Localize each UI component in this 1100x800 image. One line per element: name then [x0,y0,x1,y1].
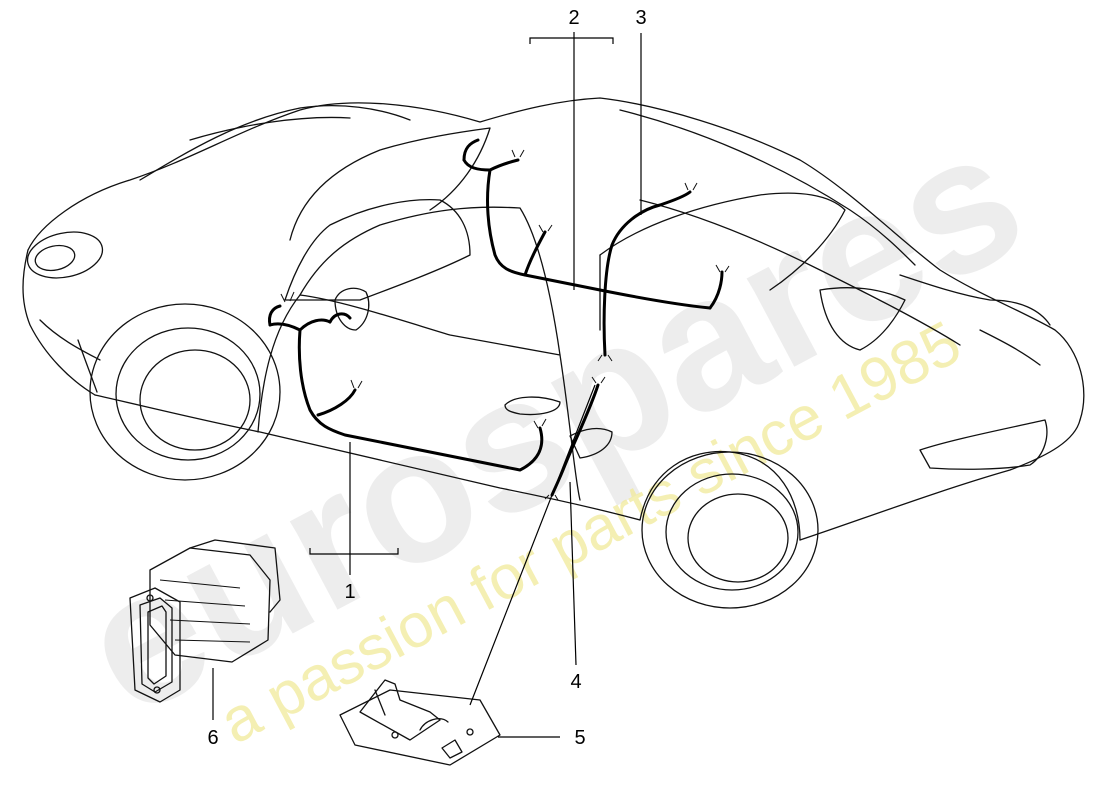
callout-5: 5 [574,727,585,749]
front-wheel [89,303,281,481]
car-body [22,97,1085,541]
wiring-harness-roof [462,138,730,310]
wiring-harness-top [597,182,698,362]
wiring-harness-door [268,291,547,472]
rear-wheel [641,451,819,609]
callout-numbers: 1 2 3 4 5 6 [207,7,646,749]
callout-2: 2 [568,7,579,29]
watermark-logo: eurospares [50,88,1054,756]
callout-1: 1 [344,581,355,603]
part-6-connector-housing [129,539,281,703]
leader-lines [212,32,642,738]
callout-4: 4 [570,671,581,693]
callout-6: 6 [207,727,218,749]
watermark: eurospares a passion for parts since 198… [50,88,1054,757]
callout-3: 3 [635,7,646,29]
part-5-bracket [339,679,501,766]
